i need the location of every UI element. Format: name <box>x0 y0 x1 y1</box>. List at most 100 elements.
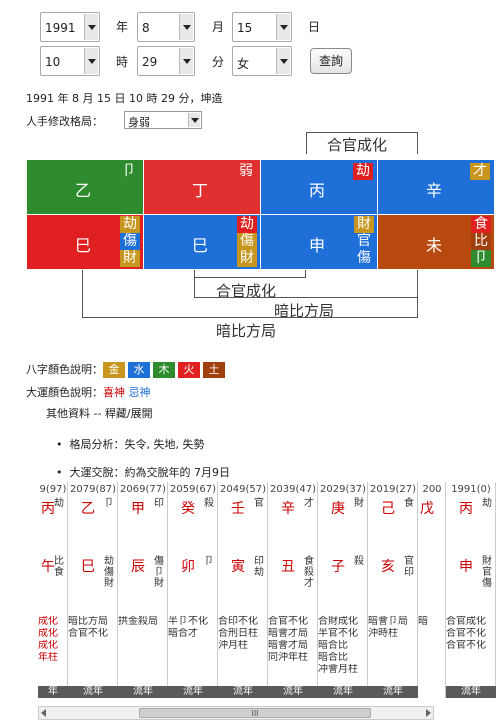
dayun-footer: 流年 <box>168 686 218 698</box>
dayun-footer: 年 <box>38 686 68 698</box>
dayun-branch: 巳 <box>81 559 95 575</box>
branch-cell: 申財官傷 <box>261 215 377 269</box>
dayun-stem-tag: 劫 <box>482 498 492 509</box>
dayun-branch: 午 <box>41 559 55 575</box>
dayun-stem-tag: 財 <box>354 498 364 509</box>
gender-select[interactable]: 女 <box>232 46 292 76</box>
branch-tag: 食 <box>471 216 491 233</box>
dayun-note: 拱金殺局 <box>118 616 158 627</box>
dayun-column[interactable]: 2059(67)癸殺卯卩半卩不化暗合才流年 <box>168 482 218 698</box>
scroll-right-arrow[interactable] <box>426 709 431 717</box>
dayun-note: 合官不化 <box>446 628 486 639</box>
dayun-column[interactable]: 1991(0)丙劫申財官傷合官成化合官不化合官不化流年 <box>446 482 496 698</box>
dayun-branch-tag: 傷卩財 <box>154 556 164 589</box>
chevron-down-icon <box>84 14 98 40</box>
dayun-note: 暗合比 <box>318 640 348 651</box>
dayun-column[interactable]: 2079(87)乙卩巳劫傷財暗比方局合官不化流年 <box>68 482 118 698</box>
element-legend: 金水木火土 <box>103 362 228 378</box>
bazi-legend-label: 八字顏色說明： <box>26 363 103 376</box>
bullet-1: • 格局分析：失令, 失地, 失勢 <box>56 438 205 451</box>
dayun-note: 合官不化 <box>446 640 486 651</box>
minute-select[interactable]: 29 <box>137 46 195 76</box>
dayun-year: 1991(0) <box>451 484 491 495</box>
branch-char: 未 <box>426 236 443 255</box>
month-value: 8 <box>142 21 150 35</box>
dayun-column[interactable]: 2019(27)己食亥官印暗會卩局沖時柱流年 <box>368 482 418 698</box>
year-select[interactable]: 1991 <box>40 12 100 42</box>
scroll-thumb[interactable]: III <box>139 708 371 718</box>
dayun-column[interactable]: 9(97)丙劫午比食成化成化成化年柱年 <box>38 482 68 698</box>
dayun-year: 9(97) <box>39 484 67 495</box>
dayun-year: 2049(57) <box>220 484 266 495</box>
stem-cell: 丙 劫 <box>261 160 377 214</box>
day-unit: 日 <box>308 20 321 34</box>
dayun-stem: 乙 <box>81 501 95 517</box>
dayun-note: 合財成化 <box>318 616 358 627</box>
bullet-2-text: 大運交脫：約為交脫年的 7月9日 <box>69 466 230 479</box>
dayun-branch-tag: 財官傷 <box>482 556 492 589</box>
horizontal-scrollbar[interactable]: III <box>38 706 434 720</box>
dayun-note: 成化 <box>38 640 58 651</box>
dayun-note: 暗會才局 <box>268 628 308 639</box>
stem-char: 丁 <box>192 181 209 200</box>
dayun-year: 2079(87) <box>70 484 116 495</box>
chevron-down-icon <box>84 48 98 74</box>
hour-value: 10 <box>45 55 61 69</box>
dayun-column[interactable]: 2039(47)辛才丑食殺才合官不化暗會才局暗會才局同沖年柱流年 <box>268 482 318 698</box>
relation-label-1: 合官成化 <box>214 280 279 301</box>
dayun-branch-tag: 殺 <box>354 556 364 567</box>
dayun-year: 2019(27) <box>370 484 416 495</box>
dayun-branch: 卯 <box>181 559 195 575</box>
dayun-year: 200 <box>422 484 442 495</box>
relation-label-3: 暗比方局 <box>214 320 279 341</box>
dayun-branch: 亥 <box>381 559 395 575</box>
dayun-footer: 流年 <box>218 686 268 698</box>
day-value: 15 <box>237 21 253 35</box>
branch-tag: 傷 <box>237 233 257 250</box>
stem-cell: 乙 卩 <box>27 160 143 214</box>
dayun-branch: 申 <box>459 559 473 575</box>
stem-char: 乙 <box>75 181 92 200</box>
manual-pattern-value: 身弱 <box>128 116 150 129</box>
dayun-branch: 辰 <box>131 559 145 575</box>
hour-unit: 時 <box>116 55 129 69</box>
dayun-column[interactable]: 2029(37)庚財子殺合財成化半官不化暗合比暗合比冲會月柱流年 <box>318 482 368 698</box>
stem-tag: 卩 <box>122 163 136 179</box>
scroll-thumb-grip: III <box>251 709 259 718</box>
dayun-stem: 甲 <box>131 501 145 517</box>
stem-char: 辛 <box>426 181 443 200</box>
dayun-stem-tag: 食 <box>404 498 414 509</box>
branch-tag: 傷 <box>354 250 374 267</box>
month-unit: 月 <box>212 20 225 34</box>
dayun-stem-tag: 劫 <box>54 498 64 509</box>
day-select[interactable]: 15 <box>232 12 292 42</box>
scroll-left-arrow[interactable] <box>41 709 46 717</box>
dayun-note: 合印不化 <box>218 616 258 627</box>
element-swatch: 火 <box>178 362 200 378</box>
hour-select[interactable]: 10 <box>40 46 100 76</box>
stem-tag: 弱 <box>239 163 253 179</box>
branch-cell: 巳劫傷財 <box>27 215 143 269</box>
dayun-column[interactable]: 2049(57)壬官寅印劫合印不化合刑日柱沖月柱流年 <box>218 482 268 698</box>
dayun-note: 冲會月柱 <box>318 664 358 675</box>
query-button[interactable]: 查詢 <box>310 48 352 74</box>
birth-summary: 1991 年 8 月 15 日 10 時 29 分，坤造 <box>26 92 223 105</box>
year-value: 1991 <box>45 21 76 35</box>
branch-tag: 劫 <box>120 216 140 233</box>
chevron-down-icon <box>179 14 193 40</box>
month-select[interactable]: 8 <box>137 12 195 42</box>
branch-tag: 財 <box>237 250 257 267</box>
dayun-note: 暗會卩局 <box>368 616 408 627</box>
dayun-column[interactable]: 2069(77)甲印辰傷卩財拱金殺局流年 <box>118 482 168 698</box>
minute-unit: 分 <box>212 55 225 69</box>
dayun-branch-tag: 卩 <box>204 556 214 567</box>
dayun-branch: 子 <box>331 559 345 575</box>
branch-char: 巳 <box>192 236 209 255</box>
dayun-stem-tag: 才 <box>304 498 314 509</box>
manual-pattern-select[interactable]: 身弱 <box>124 111 202 129</box>
stem-cell: 辛 才 <box>378 160 494 214</box>
dayun-year: 2069(77) <box>120 484 166 495</box>
branch-cell: 巳劫傷財 <box>144 215 260 269</box>
other-data-toggle[interactable]: 其他資料 -- 稈藏/展開 <box>46 407 153 420</box>
